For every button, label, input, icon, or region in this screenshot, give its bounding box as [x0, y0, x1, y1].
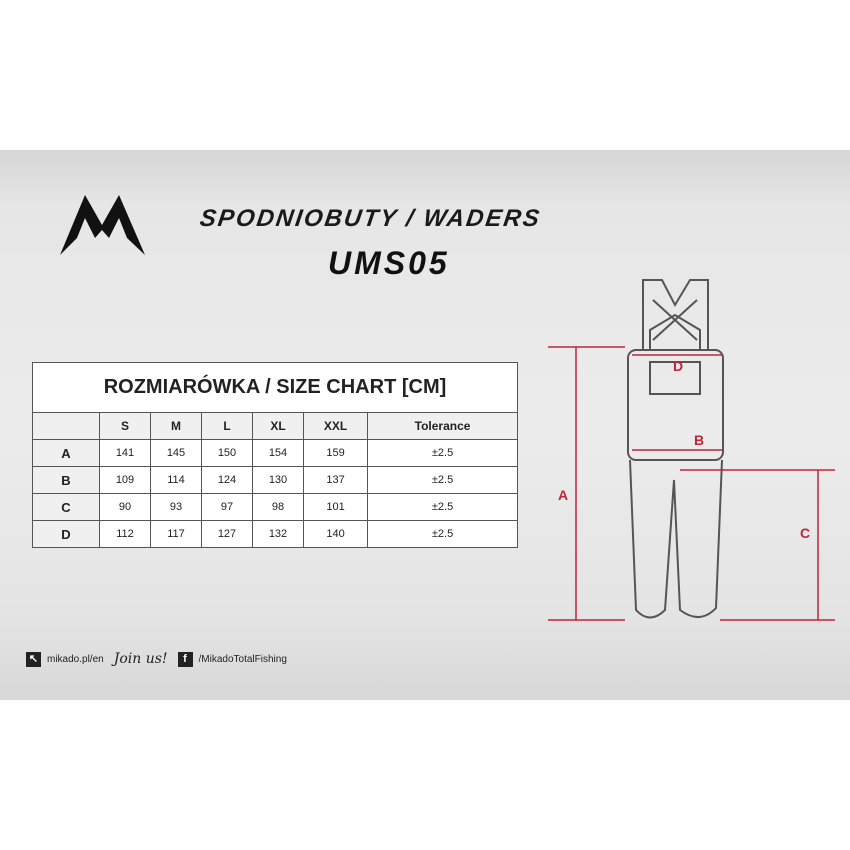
facebook-link[interactable]: /MikadoTotalFishing	[198, 653, 287, 665]
website-link[interactable]: mikado.pl/en	[47, 653, 104, 665]
cursor-icon: ↖	[26, 651, 41, 667]
col-header: L	[201, 412, 253, 440]
row-label: A	[32, 439, 100, 467]
size-chart-table: ROZMIARÓWKA / SIZE CHART [CM] S M L XL X…	[32, 362, 518, 548]
table-cell: 117	[150, 520, 202, 548]
col-header: XL	[252, 412, 304, 440]
col-header: XXL	[302, 412, 369, 440]
table-cell: 140	[302, 520, 369, 548]
model-title: UMS05	[328, 245, 450, 281]
table-cell: 101	[302, 493, 369, 521]
table-cell: 145	[150, 439, 202, 467]
table-cell: 109	[99, 466, 151, 494]
row-label: D	[32, 520, 100, 548]
footer: ↖ mikado.pl/en Join us! f /MikadoTotalFi…	[26, 651, 287, 667]
waders-outline	[627, 279, 724, 619]
table-cell: ±2.5	[367, 520, 518, 548]
join-us-text: Join us!	[113, 651, 168, 667]
table-cell: 90	[99, 493, 151, 521]
mikado-logo	[60, 195, 145, 255]
table-cell: 127	[201, 520, 253, 548]
table-cell: 132	[252, 520, 304, 548]
table-cell: 130	[252, 466, 304, 494]
facebook-icon: f	[177, 651, 193, 667]
row-label: C	[32, 493, 100, 521]
col-header: Tolerance	[367, 412, 518, 440]
dimension-label-d: D	[673, 358, 684, 374]
dimension-label-b: B	[694, 432, 705, 448]
table-cell: 150	[201, 439, 253, 467]
table-cell: ±2.5	[367, 439, 518, 467]
dimension-label-a: A	[558, 487, 569, 503]
table-cell: 141	[99, 439, 151, 467]
dimension-label-c: C	[800, 525, 811, 541]
dimension-lines	[548, 346, 835, 621]
